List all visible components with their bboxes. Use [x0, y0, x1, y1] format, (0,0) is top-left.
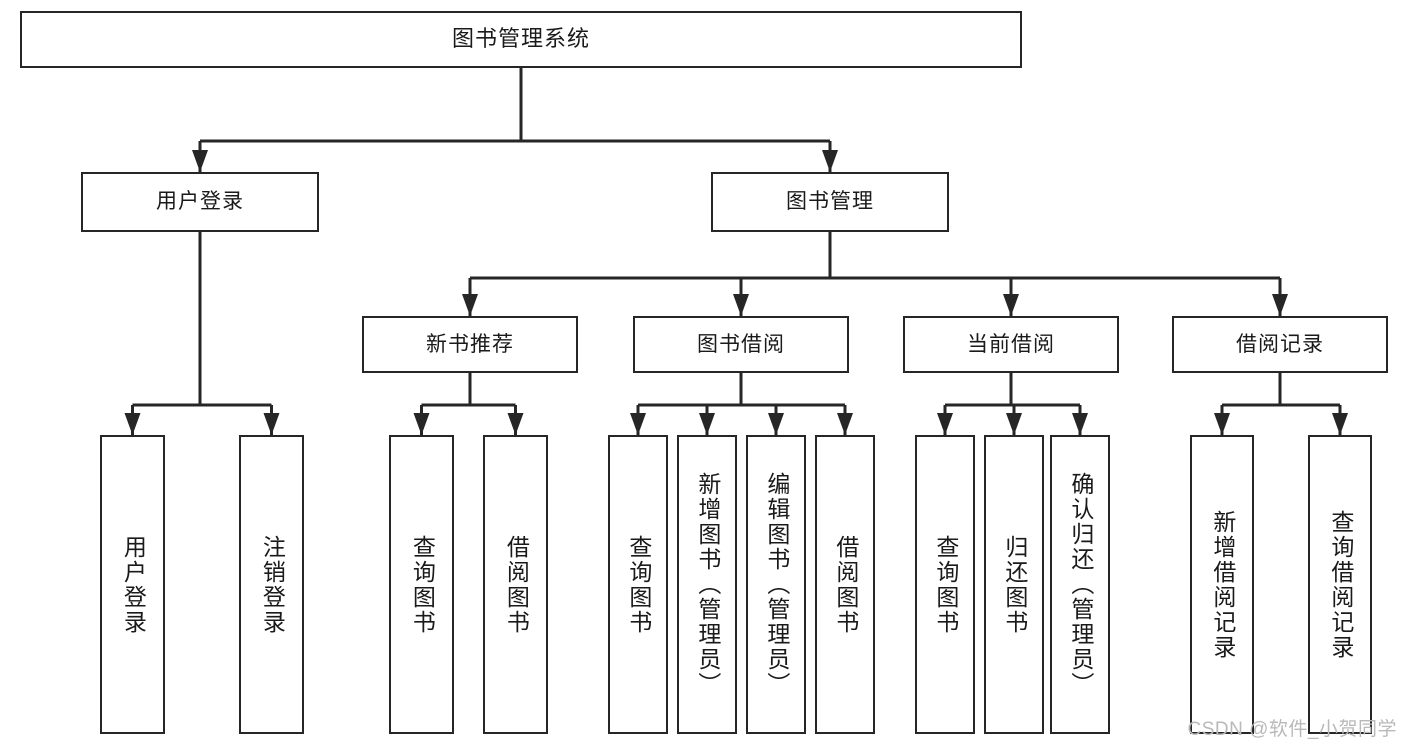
- node-label: 查询图书: [625, 534, 652, 635]
- node-label: 确认归还（管理员）: [1067, 472, 1094, 697]
- node-l_login[interactable]: 用户登录: [100, 435, 165, 734]
- vertical-text-wrap: 归还图书: [1001, 437, 1028, 732]
- node-newbook[interactable]: 新书推荐: [362, 316, 578, 373]
- node-label: 当前借阅: [967, 332, 1055, 356]
- node-label: 注销登录: [259, 534, 286, 635]
- node-b_add[interactable]: 新增图书（管理员）: [677, 435, 737, 734]
- node-label: 借阅图书: [832, 534, 859, 635]
- node-label: 用户登录: [120, 534, 147, 635]
- node-r_query[interactable]: 查询借阅记录: [1308, 435, 1372, 734]
- node-label: 新增借阅记录: [1209, 509, 1236, 660]
- node-c_return[interactable]: 归还图书: [984, 435, 1044, 734]
- vertical-text-wrap: 新增借阅记录: [1209, 437, 1236, 732]
- node-label: 借阅记录: [1236, 332, 1324, 356]
- node-label: 图书管理系统: [451, 26, 590, 52]
- node-label: 用户登录: [156, 190, 244, 214]
- node-l_logout[interactable]: 注销登录: [239, 435, 304, 734]
- vertical-text-wrap: 编辑图书（管理员）: [763, 437, 790, 732]
- node-r_add[interactable]: 新增借阅记录: [1190, 435, 1254, 734]
- node-label: 新增图书（管理员）: [694, 472, 721, 697]
- node-label: 编辑图书（管理员）: [763, 472, 790, 697]
- vertical-text-wrap: 用户登录: [120, 437, 146, 732]
- vertical-text-wrap: 注销登录: [259, 437, 285, 732]
- node-b_edit[interactable]: 编辑图书（管理员）: [746, 435, 806, 734]
- vertical-text-wrap: 借阅图书: [503, 437, 529, 732]
- node-current[interactable]: 当前借阅: [903, 316, 1119, 373]
- vertical-text-wrap: 确认归还（管理员）: [1067, 437, 1094, 732]
- node-c_confirm[interactable]: 确认归还（管理员）: [1050, 435, 1110, 734]
- vertical-text-wrap: 查询图书: [625, 437, 652, 732]
- node-label: 查询借阅记录: [1327, 509, 1354, 660]
- node-borrow[interactable]: 图书借阅: [633, 316, 849, 373]
- node-label: 图书借阅: [697, 332, 785, 356]
- csdn-watermark: CSDN @软件_小贺同学: [1187, 719, 1397, 740]
- vertical-text-wrap: 查询借阅记录: [1327, 437, 1354, 732]
- node-b_query[interactable]: 查询图书: [608, 435, 668, 734]
- node-label: 查询图书: [409, 534, 436, 635]
- node-bookmgmt[interactable]: 图书管理: [711, 172, 949, 232]
- node-label: 新书推荐: [426, 332, 514, 356]
- node-root[interactable]: 图书管理系统: [20, 11, 1022, 68]
- node-c_query[interactable]: 查询图书: [915, 435, 975, 734]
- node-n_query[interactable]: 查询图书: [389, 435, 454, 734]
- node-label: 图书管理: [786, 190, 874, 214]
- vertical-text-wrap: 新增图书（管理员）: [694, 437, 721, 732]
- node-label: 归还图书: [1001, 534, 1028, 635]
- vertical-text-wrap: 借阅图书: [832, 437, 859, 732]
- node-label: 查询图书: [932, 534, 959, 635]
- node-label: 借阅图书: [503, 534, 530, 635]
- node-b_lend[interactable]: 借阅图书: [815, 435, 875, 734]
- vertical-text-wrap: 查询图书: [409, 437, 435, 732]
- node-records[interactable]: 借阅记录: [1172, 316, 1388, 373]
- node-n_borrow[interactable]: 借阅图书: [483, 435, 548, 734]
- node-login[interactable]: 用户登录: [81, 172, 319, 232]
- vertical-text-wrap: 查询图书: [932, 437, 959, 732]
